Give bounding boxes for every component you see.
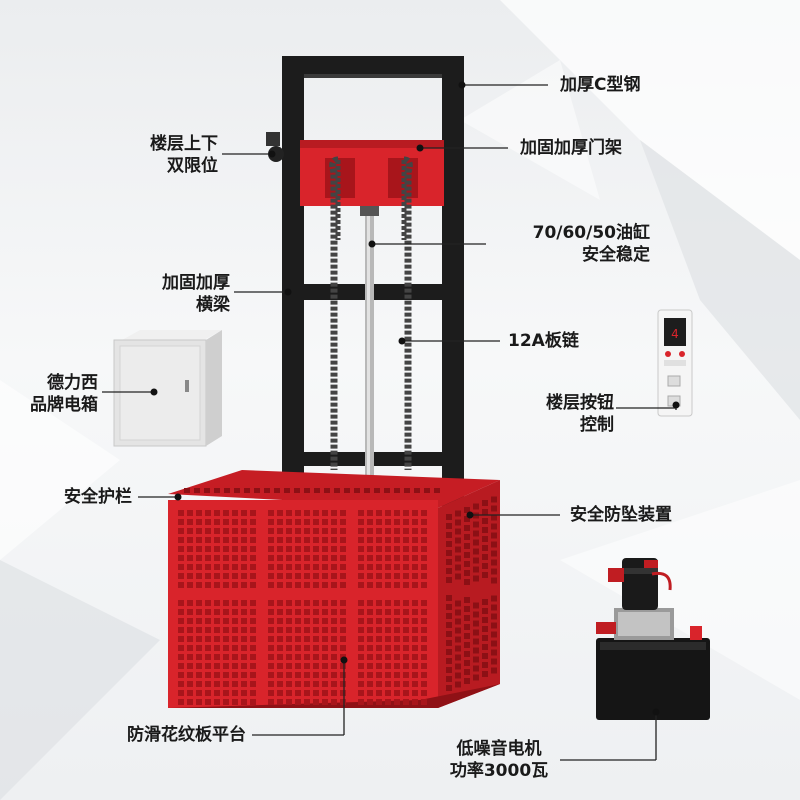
label-chain: 12A板链 [508,331,579,351]
label-electric-box-line1: 德力西 [47,373,98,393]
label-floor-limit-line1: 楼层上下 [150,134,218,154]
svg-text:4: 4 [671,327,679,341]
label-anti-fall: 安全防坠装置 [570,505,672,525]
label-motor: 低噪音电机 功率3000瓦 [440,738,558,782]
limit-switch [268,146,284,162]
label-motor-line2: 功率3000瓦 [449,761,549,781]
label-c-steel: 加厚C型钢 [560,75,641,95]
label-guardrail: 安全护栏 [64,487,132,507]
label-floor-limit: 楼层上下 双限位 [118,133,218,177]
top-bar [282,56,464,74]
label-cylinder: 70/60/50油缸 安全稳定 [496,222,650,266]
right-upright [442,56,464,526]
label-beam-line2: 横梁 [196,295,230,315]
label-electric-box-line2: 品牌电箱 [30,395,98,415]
label-motor-line1: 低噪音电机 [456,739,542,759]
label-cylinder-line2: 安全稳定 [582,245,650,265]
label-gantry: 加固加厚门架 [520,138,622,158]
left-upright [282,56,304,526]
red-cage [168,470,500,708]
label-electric-box: 德力西 品牌电箱 [6,372,98,416]
label-floor-button-line1: 楼层按钮 [546,393,614,413]
label-floor-limit-line2: 双限位 [167,156,218,176]
label-beam: 加固加厚 横梁 [130,272,230,316]
label-platform: 防滑花纹板平台 [127,725,246,745]
label-floor-button: 楼层按钮 控制 [518,392,614,436]
label-cylinder-line1: 70/60/50油缸 [532,223,650,243]
label-beam-line1: 加固加厚 [162,273,230,293]
label-floor-button-line2: 控制 [580,415,614,435]
